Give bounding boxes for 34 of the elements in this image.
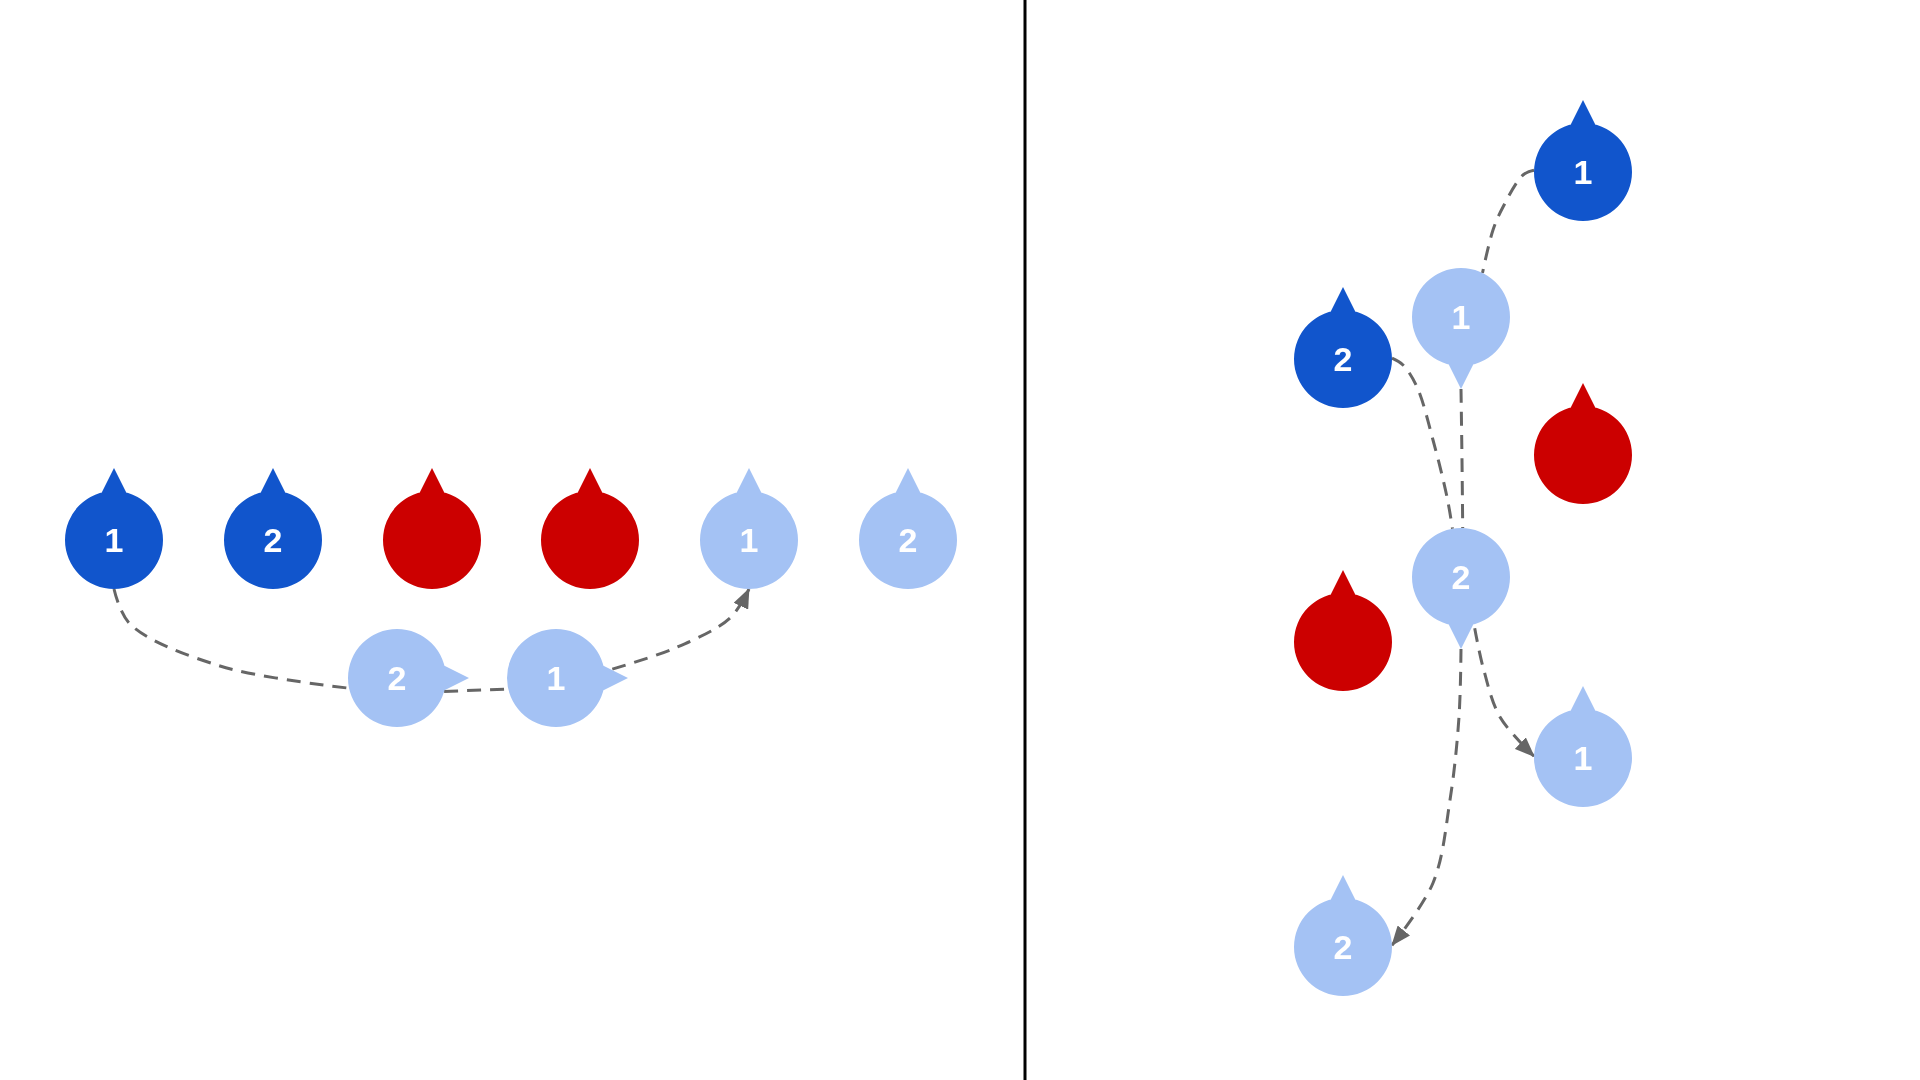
player-marker <box>700 468 798 589</box>
player-marker <box>1294 570 1392 691</box>
player-number: 2 <box>898 523 918 557</box>
player-marker <box>507 629 628 727</box>
movement-path <box>1391 356 1454 529</box>
player-marker <box>541 468 639 589</box>
player-number: 1 <box>739 523 759 557</box>
player-number: 1 <box>1451 300 1471 334</box>
player-number: 2 <box>387 661 407 695</box>
player-number: 2 <box>1333 342 1353 376</box>
player-marker <box>1294 875 1392 996</box>
player-number: 1 <box>104 523 124 557</box>
player-marker <box>65 468 163 589</box>
player-marker <box>348 629 469 727</box>
player-number: 2 <box>263 523 283 557</box>
movement-arrow <box>1473 627 1536 758</box>
player-marker <box>1412 528 1510 649</box>
player-marker <box>1534 383 1632 504</box>
player-marker <box>1534 100 1632 221</box>
player-number: 2 <box>1333 930 1353 964</box>
player-marker <box>859 468 957 589</box>
movement-path <box>1481 168 1535 274</box>
player-marker <box>1294 287 1392 408</box>
player-marker <box>1534 686 1632 807</box>
movement-arrow <box>1390 649 1463 947</box>
player-marker <box>383 468 481 589</box>
player-marker <box>1412 268 1510 389</box>
player-number: 1 <box>1573 741 1593 775</box>
movement-arrow <box>611 588 751 671</box>
movement-path <box>1459 388 1465 529</box>
player-number: 1 <box>546 661 566 695</box>
player-number: 2 <box>1451 560 1471 594</box>
player-number: 1 <box>1573 155 1593 189</box>
player-marker <box>224 468 322 589</box>
